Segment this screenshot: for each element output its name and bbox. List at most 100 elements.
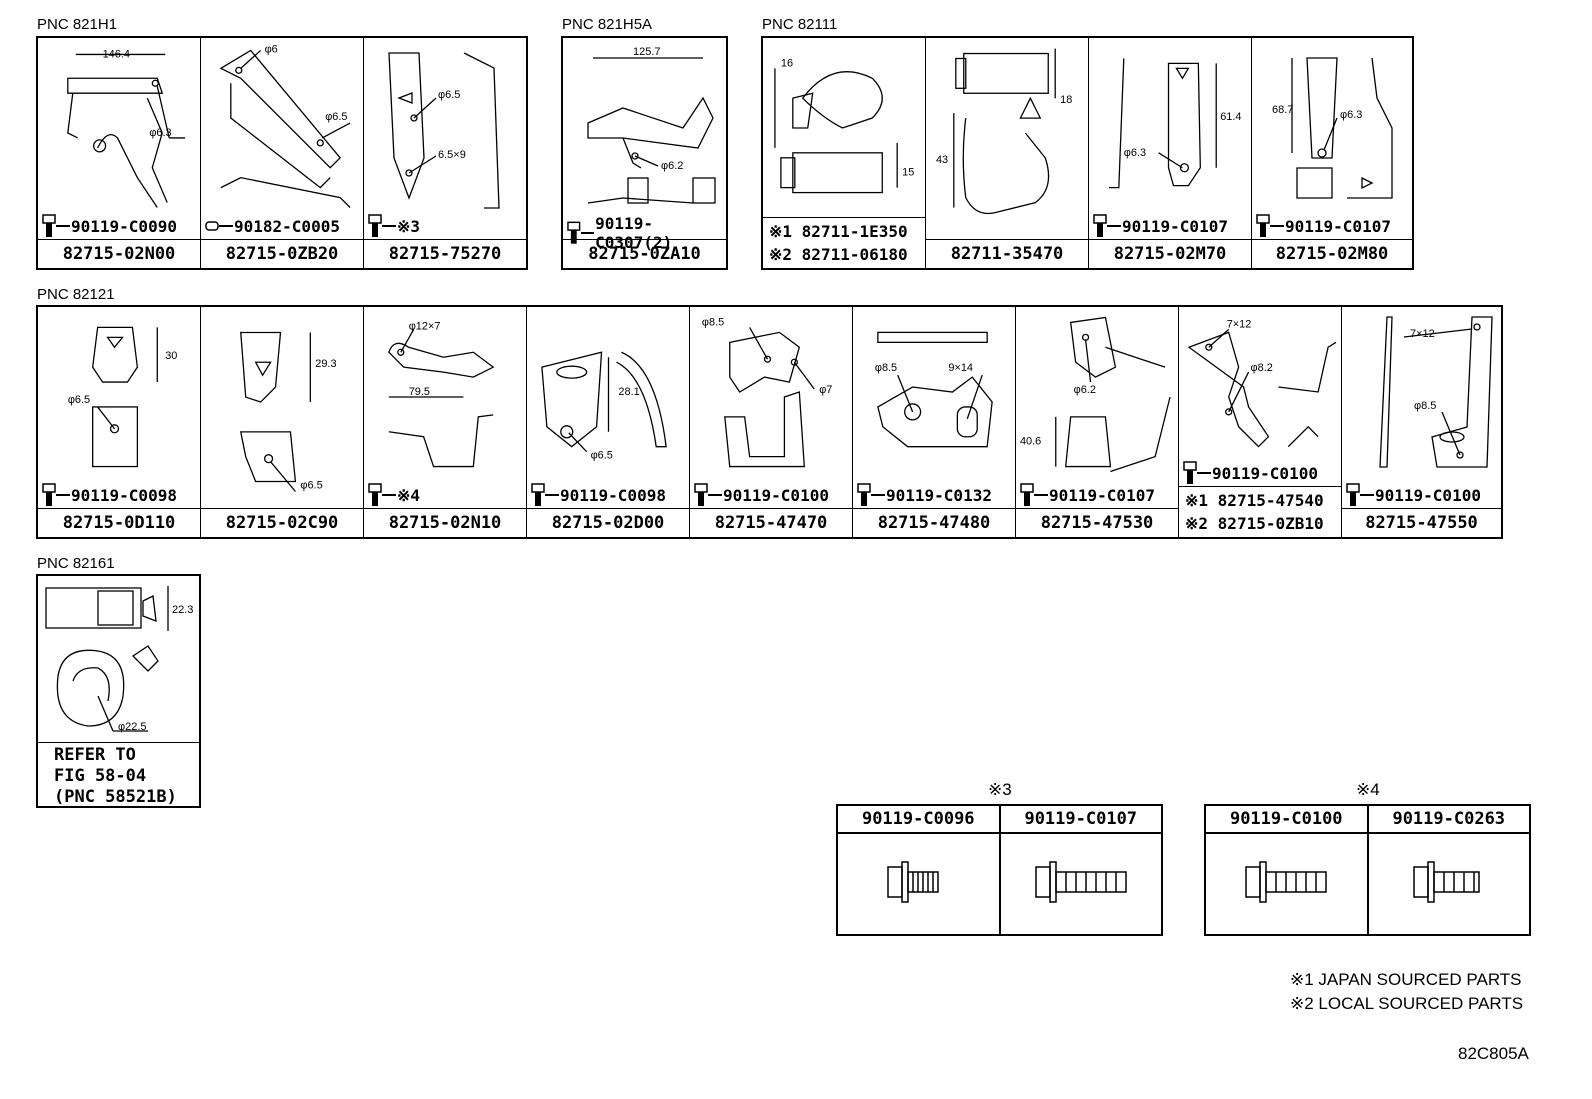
- part-number[interactable]: 82715-47550: [1342, 508, 1501, 537]
- part-cell[interactable]: 7×12 φ8.5 90119-C0100 82715-47550: [1342, 307, 1501, 537]
- bracket-drawing: φ8.5 φ7: [690, 307, 852, 482]
- dim-label: 16: [781, 57, 793, 69]
- part-number[interactable]: 82715-75270: [364, 239, 526, 268]
- part-number[interactable]: 82715-47530: [1016, 508, 1178, 537]
- part-number-local[interactable]: ※2 82711-06180: [769, 245, 908, 264]
- dim-label: φ8.5: [702, 316, 724, 328]
- bolt-icon: [368, 483, 382, 506]
- part-cell[interactable]: φ6.5 6.5×9 ※3 82715-75270: [364, 38, 526, 268]
- part-number[interactable]: 82715-47480: [853, 508, 1015, 537]
- part-number-pair[interactable]: ※1 82711-1E350 ※2 82711-06180: [763, 217, 925, 268]
- refer-line: REFER TO: [54, 745, 136, 765]
- note-local-sourced: ※2 LOCAL SOURCED PARTS: [1290, 994, 1524, 1013]
- bracket-drawing: φ12×7 79.5: [364, 307, 526, 482]
- flange-bolt-icon: [1245, 860, 1327, 903]
- part-number-japan[interactable]: ※1 82711-1E350: [769, 222, 908, 241]
- part-number[interactable]: 82715-02M70: [1089, 239, 1251, 268]
- part-number[interactable]: 82715-0ZB20: [201, 239, 363, 268]
- clip-icon: [205, 221, 219, 231]
- part-number[interactable]: 82715-02N00: [38, 239, 200, 268]
- bolt-icon: [1020, 483, 1034, 506]
- part-cell[interactable]: 28.1 φ6.5 90119-C0098 82715-02D00: [527, 307, 690, 537]
- bolt-part-number[interactable]: 90119-C0096: [836, 804, 1001, 834]
- dim-label: 6.5×9: [438, 149, 466, 161]
- part-cell[interactable]: 68.7 φ6.3 90119-C0107 82715-02M80: [1252, 38, 1412, 268]
- part-cell[interactable]: 16 15 ※1 82711-1E350 ※2 82711-06180: [763, 38, 926, 268]
- dim-label: φ8.5: [1414, 400, 1436, 412]
- part-number-japan[interactable]: ※1 82715-47540: [1185, 491, 1324, 510]
- bolt-number: 90119-C0107: [1049, 485, 1155, 505]
- dim-label: φ6.5: [591, 450, 613, 462]
- bolt-image: [1204, 832, 1369, 936]
- part-cell[interactable]: φ12×7 79.5 ※4 82715-02N10: [364, 307, 527, 537]
- dim-label: φ6.3: [1124, 147, 1146, 159]
- bolt-table-4: 90119-C0100 90119-C0263: [1204, 804, 1531, 936]
- bolt-number: 90182-C0005: [234, 216, 340, 236]
- part-cell[interactable]: 146.4 φ6.3 90119-C0090 82715-02N00: [38, 38, 201, 268]
- bolt-table-mark: ※3: [988, 780, 1012, 799]
- bolt-part-number[interactable]: 90119-C0100: [1204, 804, 1369, 834]
- part-cell[interactable]: 30 φ6.5 90119-C0098 82715-0D110: [38, 307, 201, 537]
- part-cell[interactable]: φ6.2 40.6 90119-C0107 82715-47530: [1016, 307, 1179, 537]
- part-cell[interactable]: 7×12 φ8.2 90119-C0100 ※1 82715-47540 ※2 …: [1179, 307, 1342, 537]
- dim-label: 30: [165, 350, 177, 362]
- part-number[interactable]: 82715-02D00: [527, 508, 689, 537]
- dim-label: 22.3: [172, 604, 193, 616]
- parts-group-82161[interactable]: 22.3 φ22.5 REFER TO FIG 58-04 (PNC 58521…: [36, 574, 201, 808]
- clip-drawing: 22.3 φ22.5: [38, 576, 199, 746]
- bolt-callout: 90119-C0107: [1020, 483, 1155, 507]
- bolt-part-number[interactable]: 90119-C0263: [1366, 804, 1531, 834]
- part-number[interactable]: 82715-02C90: [201, 508, 363, 537]
- bolt-part-number[interactable]: 90119-C0107: [998, 804, 1163, 834]
- pnc-label: PNC 82161: [37, 555, 115, 572]
- bolt-icon: [694, 483, 708, 506]
- bolt-icon: [1183, 461, 1197, 484]
- parts-group-82111: 16 15 ※1 82711-1E350 ※2 82711-06180 18 4…: [761, 36, 1414, 270]
- part-number[interactable]: 82715-0D110: [38, 508, 200, 537]
- bolt-number: ※4: [397, 485, 421, 505]
- flange-bolt-icon: [887, 860, 939, 903]
- dim-label: φ6.2: [661, 160, 683, 172]
- part-number[interactable]: 82715-02M80: [1252, 239, 1412, 268]
- part-cell[interactable]: φ8.5 9×14 90119-C0132 82715-47480: [853, 307, 1016, 537]
- dim-label: φ6.2: [1074, 384, 1096, 396]
- refer-line: FIG 58-04: [54, 766, 147, 786]
- bolt-callout: ※4: [368, 483, 420, 507]
- bolt-icon: [1346, 483, 1360, 506]
- parts-group-821h5a: 125.7 φ6.2 90119-C0307(2) 82715-0ZA10: [561, 36, 728, 270]
- bolt-icon: [42, 214, 56, 237]
- part-number[interactable]: 82711-35470: [926, 239, 1088, 268]
- part-cell[interactable]: 18 43 82711-35470: [926, 38, 1089, 268]
- part-number-pair[interactable]: ※1 82715-47540 ※2 82715-0ZB10: [1179, 486, 1341, 537]
- dim-label: φ6.5: [68, 394, 90, 406]
- dim-label: 43: [936, 154, 948, 166]
- dim-label: φ6: [265, 43, 278, 55]
- part-cell[interactable]: φ8.5 φ7 90119-C0100 82715-47470: [690, 307, 853, 537]
- bolt-number: 90119-C0100: [1212, 463, 1318, 483]
- part-cell[interactable]: 125.7 φ6.2 90119-C0307(2) 82715-0ZA10: [563, 38, 726, 268]
- bolt-number: 90119-C0098: [560, 485, 666, 505]
- part-number[interactable]: 82715-02N10: [364, 508, 526, 537]
- part-cell[interactable]: 61.4 φ6.3 90119-C0107 82715-02M70: [1089, 38, 1252, 268]
- pnc-label: PNC 82111: [762, 16, 838, 33]
- bracket-drawing: 30 φ6.5: [38, 307, 200, 482]
- part-number-local[interactable]: ※2 82715-0ZB10: [1185, 514, 1324, 533]
- part-number[interactable]: 82715-47470: [690, 508, 852, 537]
- bolt-callout: 90119-C0307(2): [567, 214, 726, 252]
- dim-label: φ8.2: [1251, 362, 1273, 374]
- dim-label: 61.4: [1220, 111, 1241, 123]
- bracket-drawing: φ6.5 6.5×9: [364, 38, 526, 213]
- part-number[interactable]: 82715-0ZA10: [563, 239, 726, 268]
- bracket-drawing: 7×12 φ8.2: [1179, 307, 1341, 467]
- dim-label: φ6.3: [1340, 109, 1362, 121]
- part-cell[interactable]: 29.3 φ6.5 82715-02C90: [201, 307, 364, 537]
- bolt-callout: ※3: [368, 214, 420, 238]
- part-cell[interactable]: φ6 φ6.5 90182-C0005 82715-0ZB20: [201, 38, 364, 268]
- bracket-drawing: 61.4 φ6.3: [1089, 38, 1251, 213]
- refer-line[interactable]: (PNC 58521B): [54, 787, 177, 807]
- dim-label: φ7: [819, 384, 832, 396]
- dim-label: 40.6: [1020, 436, 1041, 448]
- bolt-callout: 90119-C0100: [1183, 461, 1318, 485]
- bolt-icon: [1256, 214, 1270, 237]
- bolt-table-3: 90119-C0096 90119-C0107: [836, 804, 1163, 936]
